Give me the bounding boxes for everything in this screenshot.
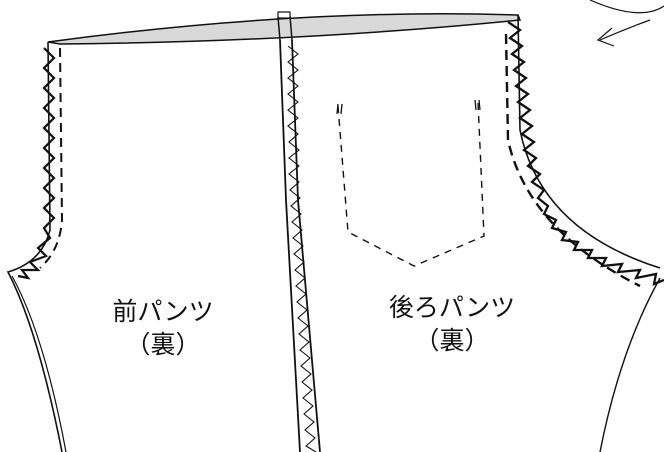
back-panel-outline xyxy=(517,14,661,269)
waistband-seam-left xyxy=(277,16,281,41)
front-panel-outline xyxy=(6,41,63,452)
back-pocket-outline xyxy=(337,101,485,267)
rotate-arrow-head xyxy=(596,27,615,47)
front-panel-name: 前パンツ xyxy=(112,297,214,326)
back-inseam xyxy=(599,277,661,452)
front-side-stitch-line xyxy=(39,47,64,269)
back-panel-name: 後ろパンツ xyxy=(388,293,516,322)
pocket-mark-left xyxy=(336,103,343,115)
front-panel-side: （裏） xyxy=(125,329,201,359)
waistband-seam-right xyxy=(289,15,293,41)
waistband xyxy=(47,13,522,45)
front-panel-label: 前パンツ （裏） xyxy=(98,296,228,361)
pocket-mark-right xyxy=(474,99,481,111)
back-side-stitch-line xyxy=(504,33,641,288)
center-seam-front-edge xyxy=(279,39,301,452)
front-inseam-double xyxy=(11,275,67,452)
back-side-overlock xyxy=(507,21,664,286)
back-panel-label: 後ろパンツ （裏） xyxy=(372,292,532,357)
center-seam-overlock xyxy=(287,45,317,452)
waistband-tab xyxy=(277,11,291,19)
front-side-overlock xyxy=(17,47,56,280)
back-panel-side: （裏） xyxy=(414,325,490,355)
rotate-arrow xyxy=(589,0,664,41)
